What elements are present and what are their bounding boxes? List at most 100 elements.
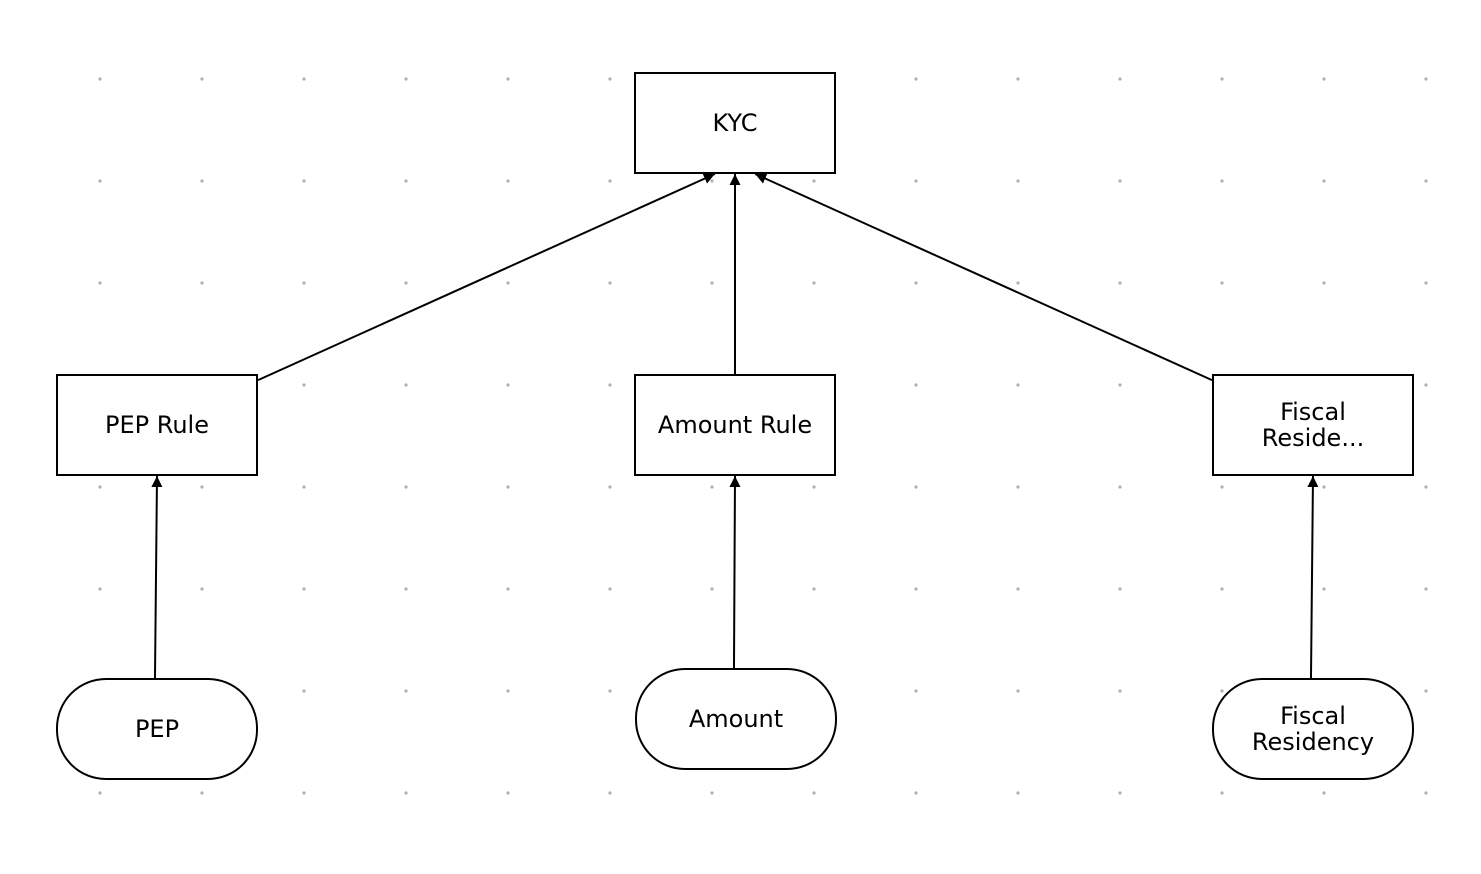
edge-pep-to-pep_rule[interactable] <box>151 475 163 679</box>
grid-dot <box>710 281 714 285</box>
grid-dot <box>506 383 510 387</box>
grid-dot <box>608 791 612 795</box>
input-node-fiscal-residency[interactable]: Fiscal Residency <box>1212 678 1414 780</box>
grid-dot <box>710 587 714 591</box>
grid-dot <box>506 689 510 693</box>
decision-node-kyc[interactable]: KYC <box>634 72 836 174</box>
input-node-pep[interactable]: PEP <box>56 678 258 780</box>
grid-dot <box>608 587 612 591</box>
grid-dot <box>200 179 204 183</box>
edge-fiscal_rule-to-kyc[interactable] <box>754 173 1213 382</box>
grid-dot <box>506 179 510 183</box>
grid-dot <box>200 791 204 795</box>
grid-dot <box>1424 281 1428 285</box>
grid-dot <box>404 485 408 489</box>
grid-dot <box>200 281 204 285</box>
grid-dot <box>98 587 102 591</box>
grid-dot <box>200 77 204 81</box>
grid-dot <box>1016 281 1020 285</box>
grid-dot <box>506 485 510 489</box>
grid-dot <box>404 689 408 693</box>
grid-dot <box>812 281 816 285</box>
grid-dot <box>506 77 510 81</box>
grid-dot <box>914 179 918 183</box>
grid-dot <box>506 281 510 285</box>
grid-dot <box>1220 77 1224 81</box>
grid-dot <box>98 179 102 183</box>
grid-dot <box>302 485 306 489</box>
edge-amount-to-amount_rule[interactable] <box>729 475 741 669</box>
grid-dot <box>1016 179 1020 183</box>
edge-fiscal_residency-to-fiscal_rule[interactable] <box>1307 475 1319 679</box>
node-label: PEP <box>134 715 180 743</box>
node-label: KYC <box>712 109 758 137</box>
grid-dot <box>914 77 918 81</box>
grid-dot <box>1424 587 1428 591</box>
grid-dot <box>710 791 714 795</box>
grid-dot <box>608 383 612 387</box>
input-node-amount[interactable]: Amount <box>635 668 837 770</box>
grid-dot <box>404 587 408 591</box>
grid-dot <box>914 281 918 285</box>
decision-node-fiscal-residency[interactable]: Fiscal Reside... <box>1212 374 1414 476</box>
grid-dot <box>200 485 204 489</box>
grid-dot <box>98 281 102 285</box>
decision-node-amount-rule[interactable]: Amount Rule <box>634 374 836 476</box>
grid-dot <box>1118 587 1122 591</box>
grid-dot <box>914 485 918 489</box>
grid-dot <box>1220 485 1224 489</box>
grid-dot <box>302 77 306 81</box>
grid-dot <box>1322 791 1326 795</box>
grid-dot <box>1424 383 1428 387</box>
grid-dot <box>302 587 306 591</box>
node-label: Fiscal Residency <box>1251 702 1375 756</box>
grid-dot <box>608 77 612 81</box>
decision-node-pep-rule[interactable]: PEP Rule <box>56 374 258 476</box>
grid-dot <box>1118 77 1122 81</box>
grid-dot <box>608 485 612 489</box>
grid-dot <box>1322 77 1326 81</box>
grid-dot <box>404 179 408 183</box>
grid-dot <box>1322 281 1326 285</box>
grid-dot <box>302 179 306 183</box>
grid-dot <box>1220 689 1224 693</box>
grid-dot <box>1322 587 1326 591</box>
node-label: PEP Rule <box>105 411 209 439</box>
grid-dot <box>608 281 612 285</box>
grid-dot <box>914 383 918 387</box>
grid-dot <box>1118 383 1122 387</box>
grid-dot <box>98 77 102 81</box>
node-label: Fiscal Reside... <box>1261 398 1365 452</box>
grid-dot <box>302 383 306 387</box>
grid-dot <box>1016 689 1020 693</box>
grid-dot <box>1424 77 1428 81</box>
grid-dot <box>1118 791 1122 795</box>
grid-dot <box>302 281 306 285</box>
grid-dot <box>1322 179 1326 183</box>
grid-dot <box>1424 791 1428 795</box>
grid-dot <box>98 485 102 489</box>
node-label: Amount Rule <box>657 411 813 439</box>
grid-dot <box>710 485 714 489</box>
grid-dot <box>404 383 408 387</box>
grid-dot <box>812 179 816 183</box>
grid-dot <box>1016 485 1020 489</box>
edge-pep_rule-to-kyc[interactable] <box>257 173 716 382</box>
grid-dot <box>1016 587 1020 591</box>
grid-dot <box>1220 281 1224 285</box>
grid-dot <box>302 791 306 795</box>
grid-dot <box>404 281 408 285</box>
grid-dot <box>1322 485 1326 489</box>
grid-dot <box>98 791 102 795</box>
grid-dot <box>1220 587 1224 591</box>
node-label: Amount <box>688 705 784 733</box>
grid-dot <box>302 689 306 693</box>
grid-dot <box>506 587 510 591</box>
grid-dot <box>914 791 918 795</box>
grid-dot <box>404 791 408 795</box>
grid-dot <box>914 587 918 591</box>
grid-dot <box>1220 791 1224 795</box>
